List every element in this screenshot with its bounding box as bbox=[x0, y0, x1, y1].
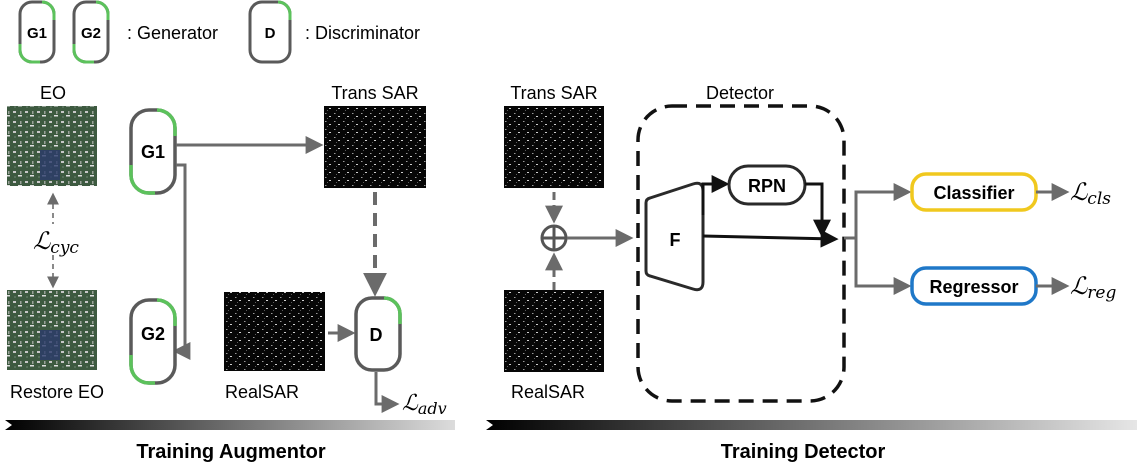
generator-g1-block: G1 bbox=[129, 108, 177, 195]
regressor-text: Regressor bbox=[929, 277, 1018, 297]
detector-label: Detector bbox=[706, 83, 774, 103]
arrow-d-to-adv-loss bbox=[374, 372, 400, 413]
d-text: D bbox=[370, 325, 383, 345]
real-sar-image bbox=[224, 292, 325, 371]
discriminator-d-block: D bbox=[354, 296, 402, 372]
restore-eo-label: Restore EO bbox=[10, 382, 104, 402]
detector-dashed-box bbox=[636, 104, 846, 403]
det-real-sar-label: RealSAR bbox=[511, 382, 585, 402]
arrow-f-to-head bbox=[702, 229, 839, 248]
feature-extractor-f: F bbox=[644, 181, 705, 292]
det-trans-sar-label: Trans SAR bbox=[510, 83, 597, 103]
legend-d-text: D bbox=[265, 25, 276, 42]
arrow-f-to-rpn bbox=[701, 175, 730, 215]
legend-discriminator: D bbox=[248, 0, 292, 64]
trans-sar-image bbox=[324, 106, 426, 188]
arrow-rpn-down bbox=[805, 182, 831, 238]
classifier-text: Classifier bbox=[933, 183, 1014, 203]
arrow-to-classifier bbox=[844, 183, 912, 240]
adv-loss-symbol: ℒadv bbox=[402, 391, 447, 418]
arrow-to-regressor bbox=[854, 238, 912, 295]
cycle-loss-symbol: ℒcyc bbox=[33, 227, 79, 258]
regressor-block: Regressor bbox=[910, 266, 1038, 306]
legend-g2-text: G2 bbox=[81, 25, 101, 42]
reg-loss-symbol: ℒreg bbox=[1070, 272, 1116, 303]
eo-label: EO bbox=[40, 83, 66, 103]
legend-generator-g2: G2 bbox=[72, 0, 110, 64]
trans-sar-label: Trans SAR bbox=[331, 83, 418, 103]
real-sar-label: RealSAR bbox=[225, 382, 299, 402]
augmentor-gradient-bar bbox=[5, 420, 455, 430]
g2-text: G2 bbox=[141, 324, 165, 344]
detector-gradient-bar bbox=[486, 420, 1137, 430]
arrow-g1-to-g2 bbox=[172, 163, 191, 360]
det-real-sar-image bbox=[504, 290, 604, 372]
generator-g2-block: G2 bbox=[129, 298, 177, 385]
detector-section-title: Training Detector bbox=[721, 441, 886, 463]
legend-discriminator-label: : Discriminator bbox=[305, 23, 420, 43]
g1-text: G1 bbox=[141, 142, 165, 162]
legend-generator-label: : Generator bbox=[127, 23, 218, 43]
legend-generator-g1: G1 bbox=[18, 0, 56, 64]
augmentor-section: EO Trans SAR G1 ℒcyc Restore EO G2 bbox=[5, 83, 455, 463]
legend-g1-text: G1 bbox=[27, 25, 47, 42]
rpn-text: RPN bbox=[748, 176, 786, 196]
det-trans-sar-image bbox=[504, 106, 604, 188]
sum-node bbox=[540, 224, 568, 252]
augmentor-section-title: Training Augmentor bbox=[136, 441, 325, 463]
detector-section: Trans SAR RealSAR Detector F RPN bbox=[486, 83, 1137, 463]
f-text: F bbox=[670, 230, 681, 250]
rpn-block: RPN bbox=[727, 164, 807, 206]
cls-loss-symbol: ℒcls bbox=[1070, 178, 1111, 209]
classifier-block: Classifier bbox=[910, 172, 1038, 212]
legend: G1 G2 : Generator D : Discriminator bbox=[18, 0, 420, 64]
